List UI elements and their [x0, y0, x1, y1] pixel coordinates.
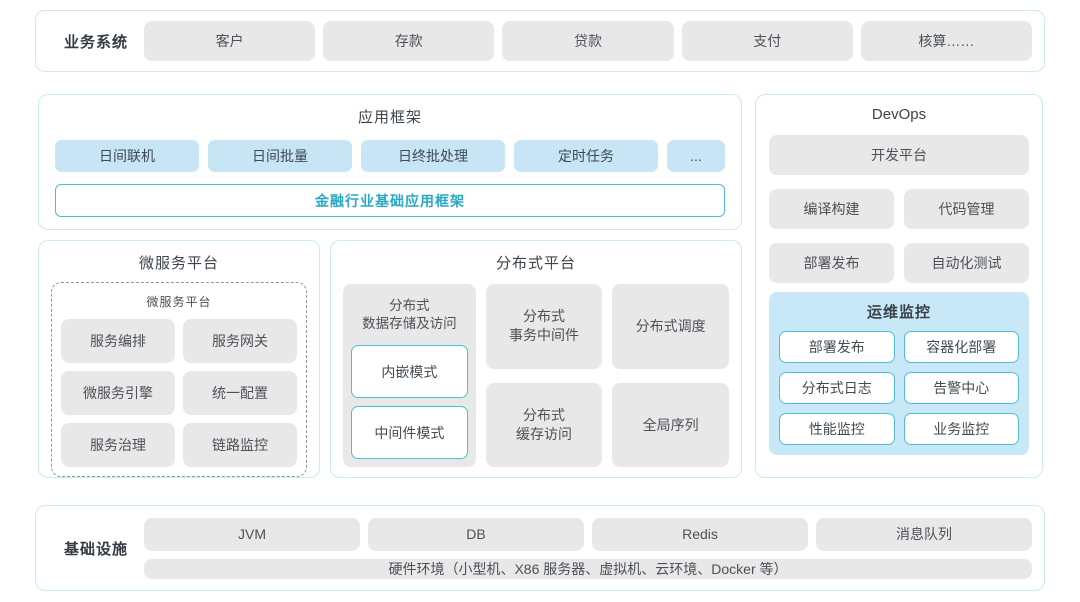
app-framework-modules-row: 日间联机 日间批量 日终批处理 定时任务 ...	[55, 140, 725, 172]
dist-global-sequence: 全局序列	[612, 382, 730, 467]
ms-service-gateway: 服务网关	[183, 319, 297, 363]
dist-storage-box: 分布式 数据存储及访问 内嵌模式 中间件模式	[343, 284, 476, 467]
infrastructure-panel: 基础设施 JVM DB Redis 消息队列 硬件环境（小型机、X86 服务器、…	[35, 505, 1045, 591]
mon-deploy-release: 部署发布	[779, 331, 895, 363]
app-framework-title: 应用框架	[357, 109, 422, 126]
infra-jvm: JVM	[144, 517, 360, 551]
business-systems-label: 业务系统	[63, 33, 128, 51]
module-ellipsis: ...	[667, 140, 725, 172]
dist-cache-access: 分布式 缓存访问	[485, 382, 603, 467]
mon-distributed-log: 分布式日志	[779, 372, 895, 404]
financial-base-framework: 金融行业基础应用框架	[55, 184, 725, 217]
ms-service-orchestration: 服务编排	[61, 319, 175, 363]
devops-title: DevOps	[871, 106, 927, 123]
business-item-loan: 贷款	[502, 21, 674, 61]
distributed-body: 分布式 数据存储及访问 内嵌模式 中间件模式 分布式 事务中间件 分布式 缓存访…	[343, 284, 730, 467]
dist-embedded-mode: 内嵌模式	[351, 345, 468, 399]
devops-dev-platform: 开发平台	[769, 135, 1029, 175]
mon-performance: 性能监控	[779, 413, 895, 445]
infra-db: DB	[368, 517, 584, 551]
dist-col-middle: 分布式 事务中间件 分布式 缓存访问	[485, 284, 603, 467]
devops-auto-test: 自动化测试	[904, 243, 1029, 283]
business-item-payment: 支付	[681, 21, 853, 61]
devops-build: 编译构建	[769, 189, 894, 229]
dist-transaction-middleware: 分布式 事务中间件	[485, 284, 603, 369]
infra-redis: Redis	[592, 517, 808, 551]
microservice-inner-title: 微服务平台	[146, 295, 212, 309]
microservice-title: 微服务平台	[138, 255, 219, 272]
module-daytime-online: 日间联机	[55, 140, 199, 172]
business-items-row: 客户 存款 贷款 支付 核算……	[144, 21, 1033, 61]
devops-grid: 编译构建 代码管理 部署发布 自动化测试	[769, 189, 1029, 283]
infra-hardware-env: 硬件环境（小型机、X86 服务器、虚拟机、云环境、Docker 等）	[144, 558, 1032, 579]
ms-trace-monitoring: 链路监控	[183, 423, 297, 467]
app-framework-panel: 应用框架 日间联机 日间批量 日终批处理 定时任务 ... 金融行业基础应用框架	[38, 94, 742, 230]
dist-storage-title: 分布式 数据存储及访问	[362, 298, 457, 332]
business-item-customer: 客户	[144, 21, 316, 61]
ms-engine: 微服务引擎	[61, 371, 175, 415]
mon-alert-center: 告警中心	[903, 372, 1019, 404]
microservice-panel: 微服务平台 微服务平台 服务编排 服务网关 微服务引擎 统一配置 服务治理 链路…	[38, 240, 320, 478]
infrastructure-body: JVM DB Redis 消息队列 硬件环境（小型机、X86 服务器、虚拟机、云…	[144, 517, 1032, 579]
business-item-accounting: 核算……	[860, 21, 1033, 61]
dist-middleware-mode: 中间件模式	[351, 406, 468, 459]
module-eod-batch: 日终批处理	[361, 140, 505, 172]
dist-col-right: 分布式调度 全局序列	[612, 284, 730, 467]
module-scheduled-tasks: 定时任务	[514, 140, 658, 172]
dist-scheduling: 分布式调度	[612, 284, 730, 369]
devops-deploy-release: 部署发布	[769, 243, 894, 283]
module-daytime-batch: 日间批量	[208, 140, 352, 172]
distributed-title: 分布式平台	[495, 255, 576, 272]
infra-message-queue: 消息队列	[816, 517, 1032, 551]
business-item-deposit: 存款	[323, 21, 495, 61]
mon-business: 业务监控	[903, 413, 1019, 445]
ms-service-governance: 服务治理	[61, 423, 175, 467]
microservice-grid: 服务编排 服务网关 微服务引擎 统一配置 服务治理 链路监控	[61, 319, 297, 467]
distributed-panel: 分布式平台 分布式 数据存储及访问 内嵌模式 中间件模式 分布式 事务中间件 分…	[330, 240, 742, 478]
ms-unified-config: 统一配置	[183, 371, 297, 415]
business-systems-panel: 业务系统 客户 存款 贷款 支付 核算……	[35, 10, 1045, 72]
ops-monitoring-title: 运维监控	[866, 304, 931, 321]
infrastructure-label: 基础设施	[63, 540, 128, 558]
devops-code-mgmt: 代码管理	[904, 189, 1029, 229]
mon-containerized-deploy: 容器化部署	[903, 331, 1019, 363]
microservice-inner-box: 微服务平台 服务编排 服务网关 微服务引擎 统一配置 服务治理 链路监控	[51, 282, 307, 477]
ops-monitoring-grid: 部署发布 容器化部署 分布式日志 告警中心 性能监控 业务监控	[779, 331, 1019, 445]
devops-panel: DevOps 开发平台 编译构建 代码管理 部署发布 自动化测试 运维监控 部署…	[755, 94, 1043, 478]
infrastructure-row: JVM DB Redis 消息队列	[144, 517, 1032, 551]
ops-monitoring-box: 运维监控 部署发布 容器化部署 分布式日志 告警中心 性能监控 业务监控	[769, 292, 1029, 455]
